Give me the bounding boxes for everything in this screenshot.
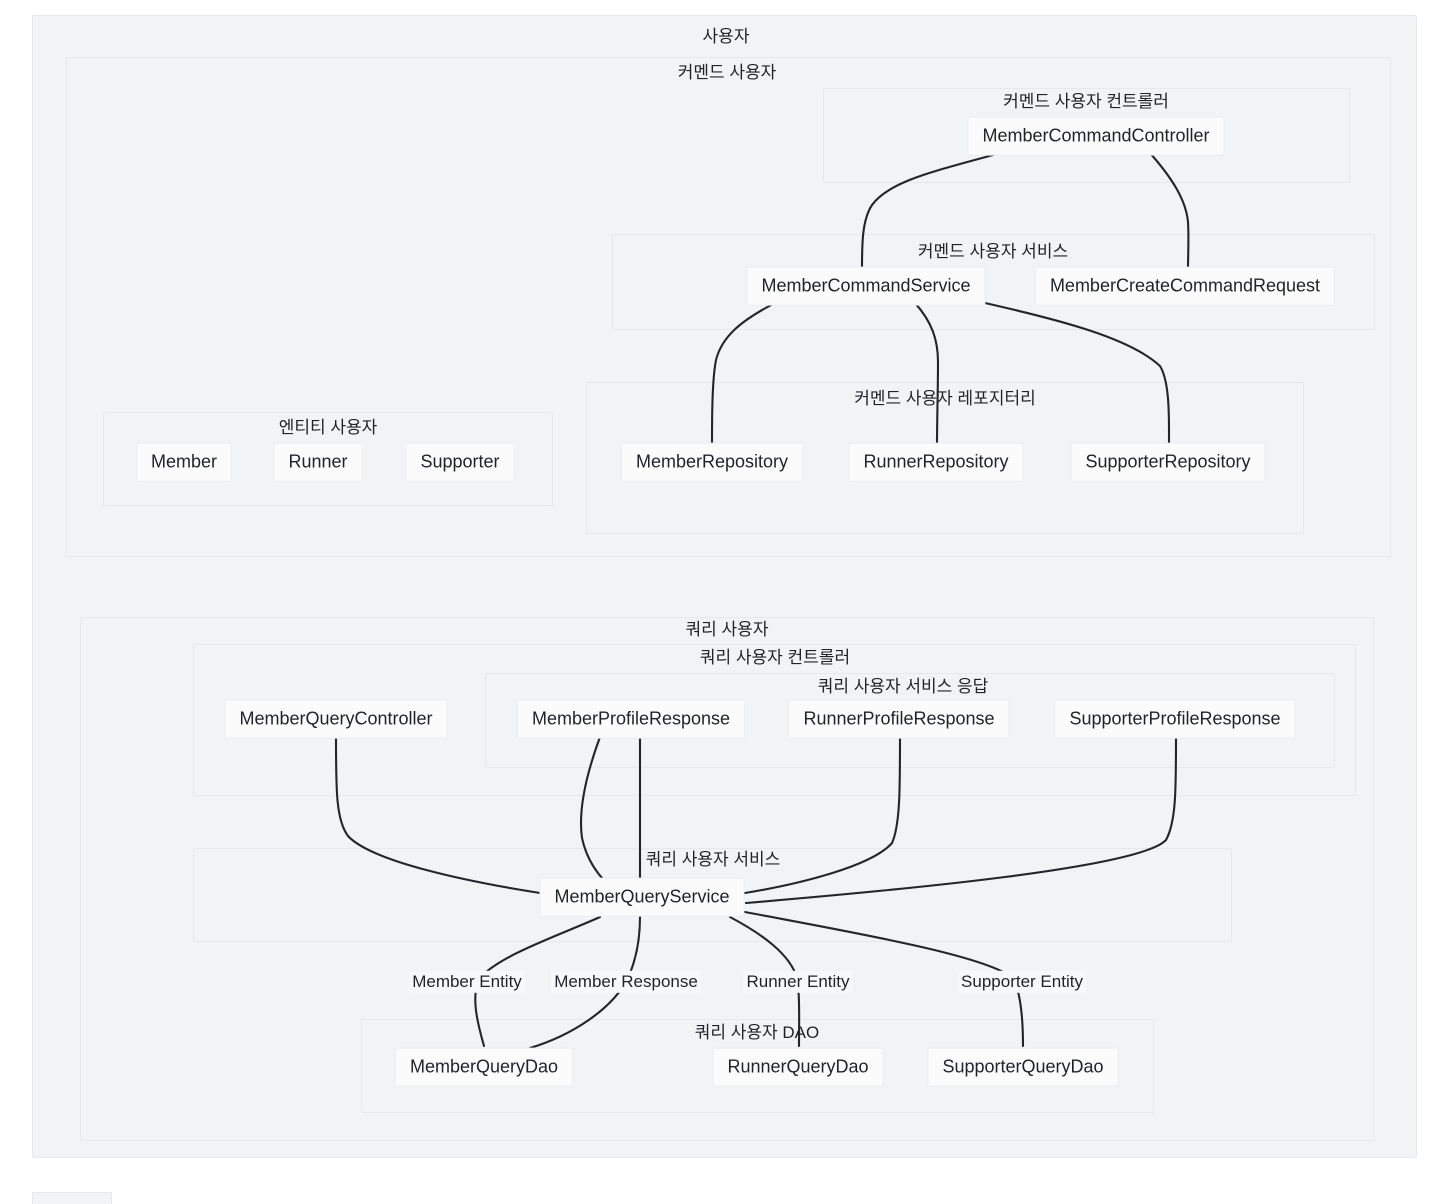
cluster-root-label: 사용자 — [702, 27, 750, 46]
edge-label-runner-entity: Runner Entity — [743, 970, 853, 994]
edge-label-supporter-entity: Supporter Entity — [958, 970, 1086, 994]
cluster-query-service-label: 쿼리 사용자 서비스 — [645, 850, 781, 869]
node-member-query-dao[interactable]: MemberQueryDao — [394, 1047, 574, 1087]
node-member-query-service[interactable]: MemberQueryService — [539, 877, 745, 917]
cluster-command-label: 커멘드 사용자 — [677, 63, 777, 82]
cluster-query-controller-label: 쿼리 사용자 컨트롤러 — [699, 648, 851, 667]
node-member-command-controller[interactable]: MemberCommandController — [967, 116, 1225, 156]
node-member-profile-response[interactable]: MemberProfileResponse — [516, 699, 746, 739]
node-runner-query-dao[interactable]: RunnerQueryDao — [712, 1047, 884, 1087]
node-member-query-controller[interactable]: MemberQueryController — [224, 699, 448, 739]
edge-label-member-entity: Member Entity — [409, 970, 525, 994]
cluster-command-repository-label: 커멘드 사용자 레포지터리 — [854, 389, 1036, 408]
node-runner[interactable]: Runner — [273, 442, 363, 482]
node-supporter-query-dao[interactable]: SupporterQueryDao — [927, 1047, 1119, 1087]
node-member-create-command-request[interactable]: MemberCreateCommandRequest — [1034, 266, 1336, 306]
cluster-command-service-label: 커멘드 사용자 서비스 — [917, 242, 1069, 261]
node-member-repository[interactable]: MemberRepository — [620, 442, 804, 482]
cluster-query-label: 쿼리 사용자 — [685, 620, 769, 639]
node-member[interactable]: Member — [135, 442, 233, 482]
node-supporter[interactable]: Supporter — [405, 442, 515, 482]
edge-label-member-response: Member Response — [551, 970, 701, 994]
cluster-command-controller-label: 커멘드 사용자 컨트롤러 — [1003, 92, 1169, 111]
node-runner-profile-response[interactable]: RunnerProfileResponse — [788, 699, 1010, 739]
node-runner-repository[interactable]: RunnerRepository — [848, 442, 1024, 482]
cluster-query-dao-label: 쿼리 사용자 DAO — [694, 1023, 820, 1042]
cluster-entity-label: 엔티티 사용자 — [278, 418, 378, 437]
node-supporter-profile-response[interactable]: SupporterProfileResponse — [1054, 699, 1296, 739]
bottom-partial-panel — [32, 1192, 112, 1204]
cluster-query-service-response-label: 쿼리 사용자 서비스 응답 — [817, 677, 989, 696]
node-member-command-service[interactable]: MemberCommandService — [746, 266, 986, 306]
node-supporter-repository[interactable]: SupporterRepository — [1070, 442, 1266, 482]
